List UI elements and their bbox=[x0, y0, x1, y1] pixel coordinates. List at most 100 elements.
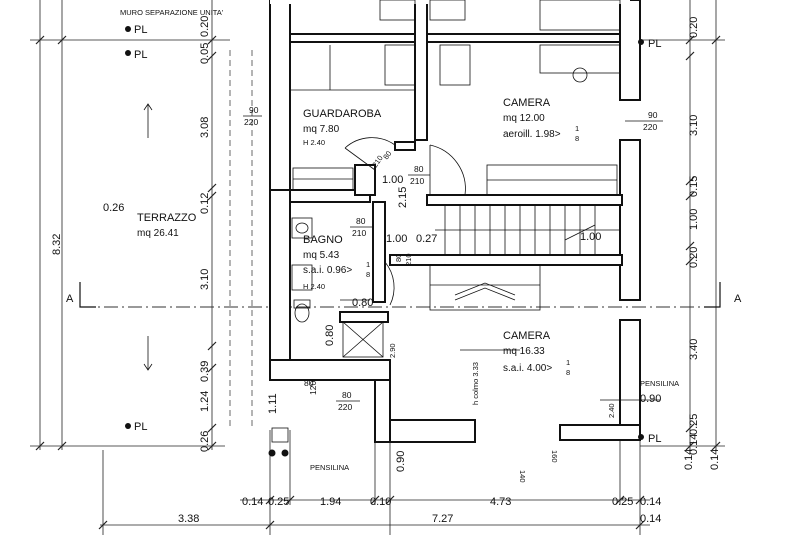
pl-marker-1: PL bbox=[134, 24, 147, 36]
opening-w90-right: 90 220 bbox=[625, 110, 663, 132]
bottom-row1-4: 4.73 bbox=[490, 496, 511, 508]
svg-text:220: 220 bbox=[338, 402, 352, 412]
room-height-guardaroba: H 2.40 bbox=[303, 138, 325, 147]
dim-2-40: 2.40 bbox=[607, 403, 616, 418]
dimension-lines bbox=[30, 0, 725, 535]
svg-text:80: 80 bbox=[342, 390, 352, 400]
dim-160: 160 bbox=[550, 450, 559, 463]
opening-d80-120: 80 120 bbox=[304, 378, 318, 395]
dims-bottom-row2: 3.38 7.27 0.14 bbox=[178, 513, 661, 525]
bottom-row1-1: 0.25 bbox=[268, 496, 289, 508]
dim-0-80-b: 0.80 bbox=[324, 325, 336, 346]
opening-d80-220: 80 220 bbox=[336, 390, 360, 412]
room-ratio-bagno: s.a.i. 0.96> bbox=[303, 265, 352, 276]
dim-right-extra-2: 0.14 bbox=[709, 449, 721, 470]
section-marker-right: A bbox=[734, 293, 742, 305]
right-dims-3: 1.00 bbox=[688, 209, 700, 230]
svg-text:90: 90 bbox=[249, 105, 259, 115]
pl-marker-4: PL bbox=[134, 421, 147, 433]
svg-text:210: 210 bbox=[410, 176, 424, 186]
inner-details bbox=[271, 0, 660, 443]
room-area-guardaroba: mq 7.80 bbox=[303, 124, 340, 135]
level-dots bbox=[125, 26, 644, 457]
dim-1-00-c: 1.00 bbox=[580, 231, 601, 243]
ratio-den-camera-bottom: 8 bbox=[566, 368, 570, 377]
svg-text:80: 80 bbox=[381, 149, 393, 161]
dim-0-80-a: 0.80 bbox=[352, 297, 373, 309]
opening-d80-bagno: 80 210 bbox=[350, 216, 372, 238]
dim-0-90-a: 0.90 bbox=[395, 451, 407, 472]
svg-text:210: 210 bbox=[404, 253, 413, 266]
ratio-num-bagno: 1 bbox=[366, 260, 370, 269]
dim-left-total: 8.32 bbox=[51, 234, 63, 255]
room-name-bagno: BAGNO bbox=[303, 234, 343, 246]
dim-2-90: 2.90 bbox=[388, 343, 397, 358]
left-dims-3: 0.12 bbox=[199, 193, 211, 214]
room-name-terrazzo: TERRAZZO bbox=[137, 212, 197, 224]
room-ratio-camera-top: aeroill. 1.98> bbox=[503, 129, 561, 140]
dims-right-vertical: 0.203.100.151.000.203.400.250.14 bbox=[688, 17, 700, 455]
pl-marker-2: PL bbox=[134, 49, 147, 61]
label-h-colmo: h colmo 3.33 bbox=[471, 362, 480, 405]
left-dims-6: 1.24 bbox=[199, 391, 211, 412]
bottom-row2-0: 3.38 bbox=[178, 513, 199, 525]
walls bbox=[269, 0, 641, 443]
right-dims-6: 0.25 bbox=[688, 414, 700, 435]
right-dims-2: 0.15 bbox=[688, 176, 700, 197]
dim-right-extra-1: 0.14 bbox=[683, 449, 695, 470]
label-pensilina-right: PENSILINA bbox=[640, 379, 679, 388]
dim-1-00-b: 1.00 bbox=[386, 233, 407, 245]
pl-marker-5: PL bbox=[648, 433, 661, 445]
left-dims-0: 0.20 bbox=[199, 16, 211, 37]
room-area-terrazzo: mq 26.41 bbox=[137, 228, 179, 239]
bottom-row1-2: 1.94 bbox=[320, 496, 341, 508]
dim-terr-wall: 0.26 bbox=[103, 202, 124, 214]
left-dims-5: 0.39 bbox=[199, 361, 211, 382]
ratio-den-camera-top: 8 bbox=[575, 134, 579, 143]
opening-d80-mid: 80 210 bbox=[408, 164, 430, 186]
room-name-camera-top: CAMERA bbox=[503, 97, 551, 109]
room-name-guardaroba: GUARDAROBA bbox=[303, 108, 382, 120]
header-label: MURO SEPARAZIONE UNITA' bbox=[120, 8, 224, 17]
dims-left-vertical: 0.200.053.080.123.100.391.240.26 bbox=[199, 16, 211, 452]
svg-text:80: 80 bbox=[304, 378, 314, 388]
room-area-bagno: mq 5.43 bbox=[303, 250, 340, 261]
pl-marker-3: PL bbox=[648, 38, 661, 50]
svg-text:80: 80 bbox=[356, 216, 366, 226]
terrace-dashed-lines bbox=[229, 50, 253, 430]
room-area-camera-top: mq 12.00 bbox=[503, 113, 545, 124]
right-dims-0: 0.20 bbox=[688, 17, 700, 38]
dim-1-11: 1.11 bbox=[267, 393, 279, 414]
label-pensilina-bottom: PENSILINA bbox=[310, 463, 349, 472]
right-dims-5: 3.40 bbox=[688, 339, 700, 360]
dim-0-90-b: 0.90 bbox=[640, 393, 661, 405]
room-area-camera-bottom: mq 16.33 bbox=[503, 346, 545, 357]
right-dims-4: 0.20 bbox=[688, 247, 700, 268]
svg-text:80: 80 bbox=[414, 164, 424, 174]
room-ratio-camera-bottom: s.a.i. 4.00> bbox=[503, 363, 552, 374]
ratio-num-camera-bottom: 1 bbox=[566, 358, 570, 367]
bottom-row1-3: 0.10 bbox=[370, 496, 391, 508]
left-dims-1: 0.05 bbox=[199, 43, 211, 64]
dim-0-27: 0.27 bbox=[416, 233, 437, 245]
opening-d80-vertical: 80 210 bbox=[394, 253, 413, 266]
dim-2-15: 2.15 bbox=[397, 187, 409, 208]
slope-arrows bbox=[143, 103, 153, 371]
section-line-a bbox=[79, 282, 721, 308]
ratio-num-camera-top: 1 bbox=[575, 124, 579, 133]
bottom-row2-1: 7.27 bbox=[432, 513, 453, 525]
ratio-den-bagno: 8 bbox=[366, 270, 370, 279]
svg-text:220: 220 bbox=[643, 122, 657, 132]
room-name-camera-bottom: CAMERA bbox=[503, 330, 551, 342]
right-dims-1: 3.10 bbox=[688, 115, 700, 136]
svg-text:210: 210 bbox=[352, 228, 366, 238]
opening-w90-left: 90 220 bbox=[243, 105, 262, 127]
bottom-row2-2: 0.14 bbox=[640, 513, 661, 525]
svg-text:80: 80 bbox=[394, 254, 403, 262]
svg-text:220: 220 bbox=[244, 117, 258, 127]
bottom-row1-0: 0.14 bbox=[242, 496, 263, 508]
bottom-row1-6: 0.14 bbox=[640, 496, 661, 508]
left-dims-7: 0.26 bbox=[199, 431, 211, 452]
